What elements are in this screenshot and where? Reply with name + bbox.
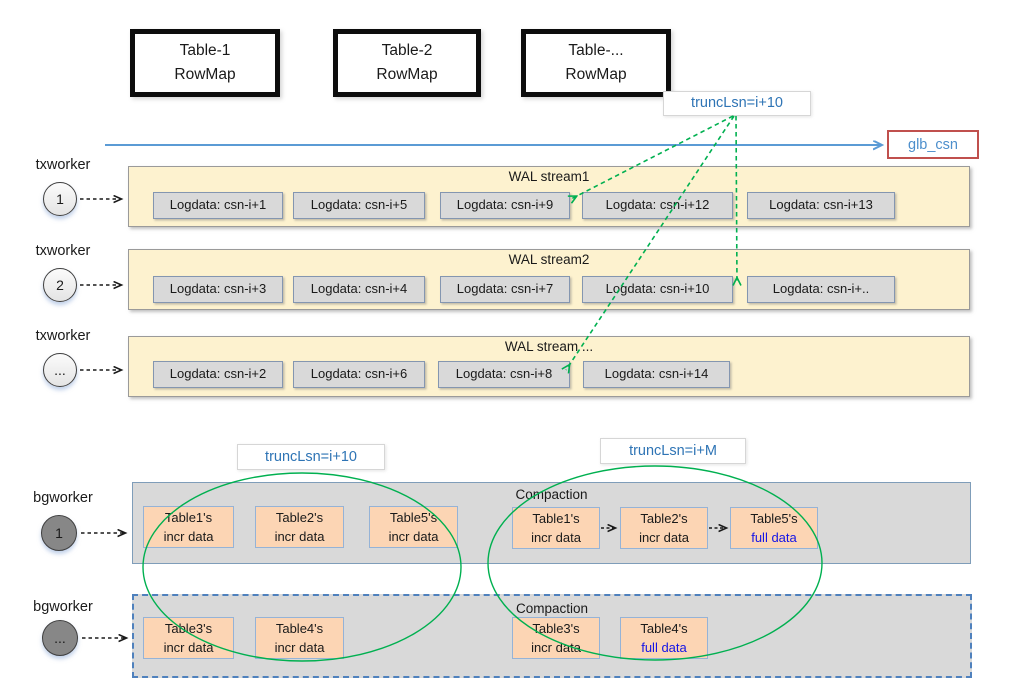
txworker1-label: txworker: [35, 157, 91, 173]
trunc-arrow-stream3: [566, 115, 735, 370]
log-entry: Logdata: csn-i+3: [153, 276, 283, 303]
log-entry: Logdata: csn-i+14: [583, 361, 730, 388]
table-data-line2: incr data: [531, 529, 581, 545]
log-entry: Logdata: csn-i+6: [293, 361, 425, 388]
table-data-line1: Table3's: [164, 621, 213, 636]
log-entry: Logdata: csn-i+..: [747, 276, 895, 303]
tableN-rowmap-line1: Table-...: [568, 42, 624, 59]
tableN-rowmap-box: Table-... RowMap: [521, 29, 671, 97]
glb-csn-box: glb_csn: [887, 130, 979, 159]
table2-rowmap-line2: RowMap: [376, 66, 438, 84]
txworker2-id: 2: [56, 277, 64, 293]
table-data-box: Table2's incr data: [620, 507, 708, 549]
txworkerN-badge: ...: [43, 353, 77, 387]
bgworker1-label: bgworker: [33, 490, 93, 506]
table1-rowmap-line2: RowMap: [174, 66, 236, 84]
log-entry: Logdata: csn-i+8: [438, 361, 570, 388]
txworker1-id: 1: [56, 191, 64, 207]
table-data-line1: Table4's: [275, 621, 324, 636]
table-data-line2: incr data: [531, 639, 581, 655]
table-data-line2: incr data: [163, 528, 214, 544]
table-data-box: Table1's incr data: [512, 507, 600, 549]
trunclsn-bottom-right-label: truncLsn=i+M: [600, 438, 746, 464]
bgworker1-badge: 1: [41, 515, 77, 551]
table-data-box: Table5's incr data: [369, 506, 458, 548]
log-entry: Logdata: csn-i+12: [582, 192, 733, 219]
txworker2-label: txworker: [35, 243, 91, 259]
table-data-line1: Table5's: [389, 510, 438, 525]
table-data-box: Table3's incr data: [143, 617, 234, 659]
table-data-line2: incr data: [274, 639, 325, 655]
log-entry: Logdata: csn-i+4: [293, 276, 425, 303]
table-data-line1: Table3's: [532, 621, 580, 636]
table-data-box: Table4's incr data: [255, 617, 344, 659]
txworker2-badge: 2: [43, 268, 77, 302]
trunclsn-top-label: truncLsn=i+10: [663, 91, 811, 116]
table1-rowmap-box: Table-1 RowMap: [130, 29, 280, 97]
trunclsn-bottom-left-label: truncLsn=i+10: [237, 444, 385, 470]
table-data-box: Table2's incr data: [255, 506, 344, 548]
log-entry: Logdata: csn-i+5: [293, 192, 425, 219]
wal-stream2-title: WAL stream2: [508, 252, 590, 267]
table-data-line2: incr data: [388, 528, 439, 544]
compaction1-title: Compaction: [515, 487, 588, 502]
table-data-line2: incr data: [639, 529, 689, 545]
table-data-line2-full: full data: [751, 529, 797, 545]
bgworker1-id: 1: [55, 525, 63, 541]
bgworkerN-id: ...: [54, 630, 66, 646]
table-data-line1: Table4's: [640, 621, 688, 636]
bgworkerN-badge: ...: [42, 620, 78, 656]
table-data-box-full: Table4's full data: [620, 617, 708, 659]
log-entry: Logdata: csn-i+9: [440, 192, 570, 219]
table-data-line1: Table1's: [532, 511, 580, 526]
log-entry: Logdata: csn-i+7: [440, 276, 570, 303]
log-entry: Logdata: csn-i+10: [582, 276, 733, 303]
table-data-line1: Table2's: [275, 510, 324, 525]
table-data-box: Table3's incr data: [512, 617, 600, 659]
txworkerN-label: txworker: [35, 328, 91, 344]
table-data-line1: Table1's: [164, 510, 213, 525]
wal-stream3-title: WAL stream ...: [504, 339, 594, 354]
log-entry: Logdata: csn-i+1: [153, 192, 283, 219]
table-data-line2: incr data: [274, 528, 325, 544]
table-data-line2: incr data: [163, 639, 214, 655]
tableN-rowmap-line2: RowMap: [565, 66, 627, 84]
txworker1-badge: 1: [43, 182, 77, 216]
log-entry: Logdata: csn-i+2: [153, 361, 283, 388]
log-entry: Logdata: csn-i+13: [747, 192, 895, 219]
table1-rowmap-line1: Table-1: [179, 42, 231, 59]
table-data-box: Table1's incr data: [143, 506, 234, 548]
table2-rowmap-line1: Table-2: [381, 42, 433, 59]
table-data-box-full: Table5's full data: [730, 507, 818, 549]
table-data-line2-full: full data: [641, 639, 687, 655]
bgworkerN-label: bgworker: [33, 599, 93, 615]
table2-rowmap-box: Table-2 RowMap: [333, 29, 481, 97]
wal-stream1-title: WAL stream1: [508, 169, 590, 184]
txworkerN-id: ...: [54, 362, 66, 378]
table-data-line1: Table2's: [640, 511, 688, 526]
compaction2-title: Compaction: [515, 601, 589, 616]
table-data-line1: Table5's: [750, 511, 798, 526]
